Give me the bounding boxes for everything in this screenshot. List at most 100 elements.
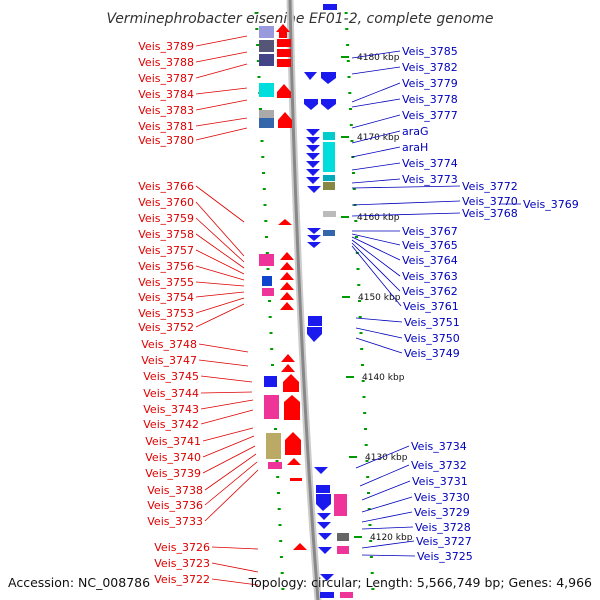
gene-label-left[interactable]: Veis_3784	[138, 88, 194, 101]
gene-label-left[interactable]: Veis_3722	[154, 573, 210, 586]
gene-label-left[interactable]: Veis_3758	[138, 228, 194, 241]
locus-box	[323, 230, 335, 236]
gene-label-left[interactable]: Veis_3752	[138, 321, 194, 334]
gene-label-right[interactable]: Veis_3774	[402, 157, 458, 170]
gene-label-left[interactable]: Veis_3743	[143, 403, 199, 416]
gene-forward	[277, 84, 291, 98]
kbp-label-4130: 4130 kbp	[365, 453, 408, 463]
gene-label-left[interactable]: Veis_3747	[141, 354, 197, 367]
gene-label-left[interactable]: Veis_3788	[138, 56, 194, 69]
minor-tick	[281, 588, 285, 590]
gene-label-right[interactable]: Veis_3761	[403, 300, 459, 313]
minor-tick	[259, 108, 262, 110]
gene-label-right[interactable]: Veis_3769	[523, 198, 579, 211]
minor-tick	[279, 540, 283, 542]
leader-line	[211, 578, 259, 586]
gene-label-right[interactable]: Veis_3765	[402, 239, 458, 252]
gene-label-right[interactable]: Veis_3772	[462, 180, 518, 193]
gene-label-left[interactable]: Veis_3760	[138, 196, 194, 209]
leader-line	[195, 35, 248, 47]
gene-label-right[interactable]: araH	[402, 141, 428, 154]
leader-line	[351, 130, 401, 144]
gene-label-right[interactable]: Veis_3729	[414, 506, 470, 519]
minor-tick	[358, 316, 362, 318]
gene-label-right[interactable]: Veis_3730	[414, 491, 470, 504]
gene-label-left[interactable]: Veis_3753	[138, 307, 194, 320]
minor-tick	[355, 236, 358, 238]
gene-label-right[interactable]: Veis_3734	[411, 440, 467, 453]
leader-line	[204, 453, 257, 491]
minor-tick	[276, 476, 280, 478]
gene-label-left[interactable]: Veis_3738	[147, 484, 203, 497]
gene-label-left[interactable]: Veis_3736	[147, 499, 203, 512]
minor-tick	[370, 572, 374, 574]
gene-label-left[interactable]: Veis_3781	[138, 120, 194, 133]
gene-forward	[284, 395, 300, 420]
gene-forward	[276, 24, 290, 38]
minor-tick	[262, 188, 266, 190]
gene-label-right[interactable]: Veis_3764	[402, 254, 458, 267]
gene-label-right[interactable]: Veis_3763	[402, 270, 458, 283]
minor-tick	[345, 28, 349, 30]
locus-box	[259, 54, 274, 66]
gene-label-right[interactable]: Veis_3779	[402, 77, 458, 90]
gene-label-right[interactable]: Veis_3777	[402, 109, 458, 122]
minor-tick	[275, 460, 279, 462]
gene-forward	[280, 302, 294, 310]
gene-reverse	[307, 235, 321, 241]
gene-label-right[interactable]: Veis_3749	[404, 347, 460, 360]
gene-label-left[interactable]: Veis_3759	[138, 212, 194, 225]
gene-label-right[interactable]: Veis_3778	[402, 93, 458, 106]
gene-label-right[interactable]: Veis_3762	[402, 285, 458, 298]
gene-label-left[interactable]: Veis_3780	[138, 134, 194, 147]
gene-label-left[interactable]: Veis_3742	[143, 418, 199, 431]
gene-label-left[interactable]: Veis_3766	[138, 180, 194, 193]
gene-reverse	[308, 316, 322, 326]
minor-tick	[277, 508, 281, 510]
minor-tick	[265, 252, 269, 254]
leader-line	[202, 445, 256, 474]
genome-axis	[288, 0, 320, 600]
gene-label-left[interactable]: Veis_3756	[138, 260, 194, 273]
gene-label-right[interactable]: Veis_3732	[411, 459, 467, 472]
leader-line	[200, 409, 254, 425]
gene-label-left[interactable]: Veis_3723	[154, 557, 210, 570]
gene-label-left[interactable]: Veis_3783	[138, 104, 194, 117]
leader-line	[204, 461, 258, 506]
gene-label-right[interactable]: Veis_3751	[404, 316, 460, 329]
gene-label-left[interactable]: Veis_3755	[138, 276, 194, 289]
gene-label-left[interactable]: Veis_3754	[138, 291, 194, 304]
gene-label-left[interactable]: Veis_3787	[138, 72, 194, 85]
gene-label-left[interactable]: Veis_3744	[143, 387, 199, 400]
gene-label-right[interactable]: Veis_3727	[416, 535, 472, 548]
leader-line	[200, 375, 253, 383]
leader-line	[361, 511, 413, 523]
gene-label-left[interactable]: Veis_3748	[141, 338, 197, 351]
minor-tick	[256, 60, 260, 62]
gene-label-right[interactable]: Veis_3770	[462, 195, 518, 208]
gene-label-right[interactable]: Veis_3782	[402, 61, 458, 74]
gene-label-left[interactable]: Veis_3733	[147, 515, 203, 528]
right-gene-labels: Veis_3785 Veis_3782 Veis_3779 Veis_3778 …	[351, 45, 579, 563]
gene-label-left[interactable]: Veis_3739	[145, 467, 201, 480]
gene-label-left[interactable]: Veis_3757	[138, 244, 194, 257]
gene-label-right[interactable]: Veis_3725	[417, 550, 473, 563]
kbp-label-4170: 4170 kbp	[357, 133, 400, 143]
gene-label-right[interactable]: Veis_3728	[415, 521, 471, 534]
gene-label-left[interactable]: Veis_3741	[145, 435, 201, 448]
gene-label-right[interactable]: araG	[402, 125, 429, 138]
gene-label-right[interactable]: Veis_3785	[402, 45, 458, 58]
gene-label-left[interactable]: Veis_3726	[154, 541, 210, 554]
gene-label-right[interactable]: Veis_3731	[412, 475, 468, 488]
gene-label-right[interactable]: Veis_3767	[402, 225, 458, 238]
gene-label-left[interactable]: Veis_3789	[138, 40, 194, 53]
gene-label-right[interactable]: Veis_3750	[404, 332, 460, 345]
gene-reverse	[306, 177, 320, 184]
gene-label-right[interactable]: Veis_3773	[402, 173, 458, 186]
gene-label-left[interactable]: Veis_3745	[143, 370, 199, 383]
minor-tick	[369, 540, 373, 542]
gene-label-right[interactable]: Veis_3768	[462, 207, 518, 220]
kbp-label-4180: 4180 kbp	[357, 53, 400, 63]
gene-label-left[interactable]: Veis_3740	[145, 451, 201, 464]
gene-reverse	[314, 467, 328, 474]
